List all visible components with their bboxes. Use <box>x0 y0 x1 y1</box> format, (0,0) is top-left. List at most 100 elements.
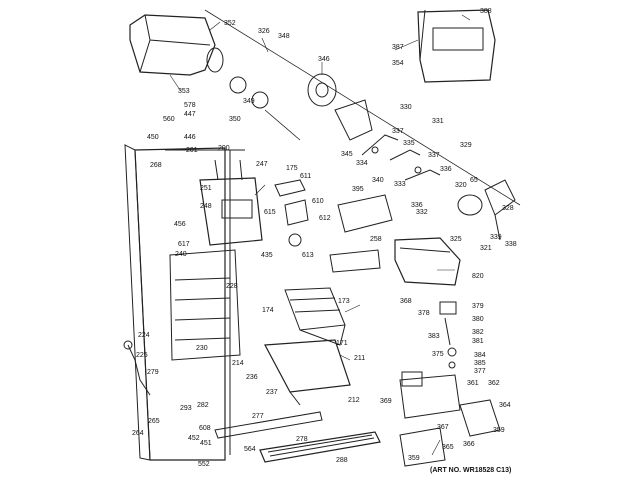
callout-label: 361 <box>467 380 479 387</box>
callout-label: 560 <box>163 116 175 123</box>
callout-label: 379 <box>472 303 484 310</box>
callout-label: 329 <box>460 142 472 149</box>
callout-label: 336 <box>440 166 452 173</box>
callout-label: 608 <box>199 425 211 432</box>
callout-label: 328 <box>502 205 514 212</box>
callout-label: 247 <box>256 161 268 168</box>
callout-label: 334 <box>356 160 368 167</box>
back-panel <box>169 249 241 361</box>
callout-label: 325 <box>450 236 462 243</box>
evaporator-housing <box>199 159 263 246</box>
callout-label: 353 <box>178 88 190 95</box>
callout-label: 381 <box>472 338 484 345</box>
callout-label: 278 <box>296 436 308 443</box>
callout-label: 321 <box>480 245 492 252</box>
linkage-parts <box>361 134 441 181</box>
callout-label: 224 <box>138 332 150 339</box>
slide-rails <box>399 399 501 467</box>
callout-label: 228 <box>226 283 238 290</box>
callout-label: 362 <box>488 380 500 387</box>
callout-label: 375 <box>432 351 444 358</box>
callout-label: 349 <box>243 98 255 105</box>
callout-label: 320 <box>455 182 467 189</box>
callout-label: 336 <box>411 202 423 209</box>
callout-label: 369 <box>380 398 392 405</box>
callout-label: 293 <box>180 405 192 412</box>
callout-label: 171 <box>336 340 348 347</box>
callout-label: 359 <box>493 427 505 434</box>
callout-label: 352 <box>224 20 236 27</box>
callout-label: 333 <box>394 181 406 188</box>
shelf-assembly <box>284 287 346 346</box>
callout-label: 236 <box>246 374 258 381</box>
control-box <box>399 371 461 419</box>
callout-label: 288 <box>336 457 348 464</box>
cabinet-outline <box>124 9 521 461</box>
callout-label: 237 <box>266 389 278 396</box>
callout-label: 248 <box>200 203 212 210</box>
callout-label: 173 <box>338 298 350 305</box>
callout-label: 174 <box>262 307 274 314</box>
callout-label: 366 <box>463 441 475 448</box>
callout-label: 435 <box>261 252 273 259</box>
callout-label: 367 <box>437 424 449 431</box>
callout-label: 277 <box>252 413 264 420</box>
callout-label: 335 <box>403 140 415 147</box>
callout-label: 613 <box>302 252 314 259</box>
bottom-bracket <box>214 411 323 439</box>
dispenser-door <box>417 9 496 83</box>
callout-label: 364 <box>499 402 511 409</box>
callout-label: 617 <box>178 241 190 248</box>
callout-label: 368 <box>400 298 412 305</box>
callout-label: 350 <box>229 116 241 123</box>
callout-label: 382 <box>472 329 484 336</box>
kick-plate <box>259 431 381 463</box>
leader-lines <box>169 14 471 456</box>
callout-label: 331 <box>432 118 444 125</box>
callout-label: 365 <box>442 444 454 451</box>
callout-label: 337 <box>428 152 440 159</box>
valve-parts <box>439 301 457 369</box>
callout-label: 200 <box>218 145 230 152</box>
callout-label: 377 <box>474 368 486 375</box>
callout-label: 268 <box>150 162 162 169</box>
callout-label: 346 <box>318 56 330 63</box>
callout-label: 332 <box>416 209 428 216</box>
callout-label: 610 <box>312 198 324 205</box>
callout-label: 251 <box>200 185 212 192</box>
ice-bucket <box>129 14 224 76</box>
callout-label: 265 <box>148 418 160 425</box>
callout-label: 212 <box>348 397 360 404</box>
callout-label: 820 <box>472 273 484 280</box>
callout-label: 387 <box>392 44 404 51</box>
callout-label: 378 <box>418 310 430 317</box>
callout-label: 611 <box>300 173 312 180</box>
ice-maker <box>394 237 461 286</box>
callout-label: 456 <box>174 221 186 228</box>
callout-label: 258 <box>370 236 382 243</box>
auger-gears <box>229 76 301 141</box>
callout-label: 384 <box>474 352 486 359</box>
callout-label: 339 <box>490 234 502 241</box>
callout-label: 65 <box>470 177 478 184</box>
callout-label: 211 <box>354 355 366 362</box>
callout-label: 395 <box>352 186 364 193</box>
callout-label: 354 <box>392 60 404 67</box>
callout-label: 338 <box>505 241 517 248</box>
callout-label: 326 <box>258 28 270 35</box>
callout-label: 359 <box>408 455 420 462</box>
solenoid-assembly <box>457 179 516 241</box>
callout-label: 452 <box>188 435 200 442</box>
callout-label: 380 <box>472 316 484 323</box>
callout-label: 175 <box>286 165 298 172</box>
callout-label: 451 <box>200 440 212 447</box>
fan-motor-bracket <box>274 179 309 247</box>
callout-label: 348 <box>278 33 290 40</box>
motor-mount-plate <box>334 99 373 141</box>
storage-bin <box>264 339 351 406</box>
callout-label: 282 <box>197 402 209 409</box>
callout-label: 446 <box>184 134 196 141</box>
callout-label: 214 <box>232 360 244 367</box>
callout-label: 345 <box>341 151 353 158</box>
